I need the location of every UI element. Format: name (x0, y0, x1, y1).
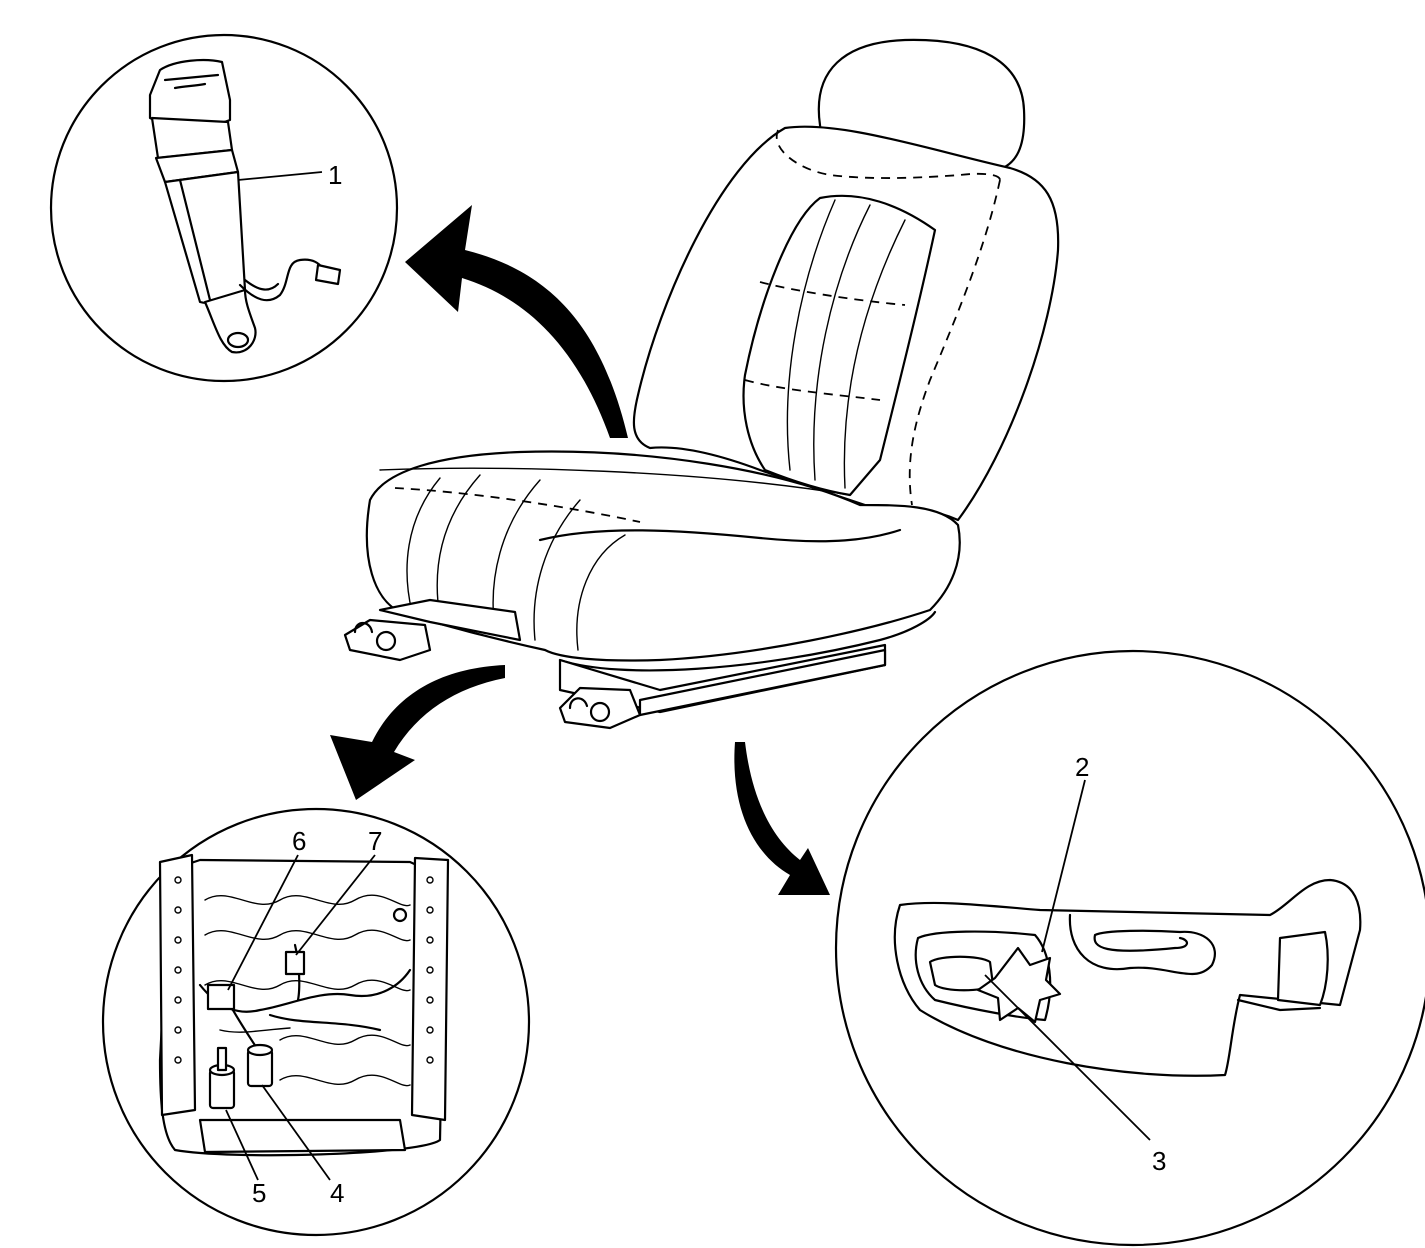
seat-belt-buckle (148, 58, 232, 127)
seat-main-view (343, 38, 1060, 730)
seat-switch-bezel (893, 878, 1362, 1077)
switch-detail-circle (834, 649, 1425, 1247)
callout-7: 7 (368, 826, 382, 856)
recliner-switch-knob (976, 946, 1062, 1024)
seat-track-right (410, 856, 450, 1122)
callout-5: 5 (252, 1178, 266, 1208)
arrow-to-switch-detail (734, 742, 830, 895)
buckle-detail-circle (49, 33, 399, 383)
arrow-to-underseat-detail (330, 665, 505, 800)
component-6 (206, 983, 236, 1011)
buckle-wire-harness (238, 258, 327, 302)
seat-cushion-stitching (394, 487, 641, 523)
underseat-detail-circle (101, 807, 531, 1237)
seat-track-left (158, 853, 197, 1117)
seat-back-stitching (775, 129, 1001, 181)
callout-1: 1 (328, 160, 342, 190)
connector-7 (284, 950, 306, 976)
callout-3: 3 (1152, 1146, 1166, 1176)
seat-cushion (365, 450, 961, 662)
seat-back-panel (742, 194, 937, 497)
callout-6: 6 (292, 826, 306, 856)
callout-4: 4 (330, 1178, 344, 1208)
seat-back (632, 125, 1060, 522)
arrow-to-buckle-detail (405, 205, 628, 438)
callout-2: 2 (1075, 752, 1089, 782)
seat-adjuster-switch (928, 955, 995, 992)
